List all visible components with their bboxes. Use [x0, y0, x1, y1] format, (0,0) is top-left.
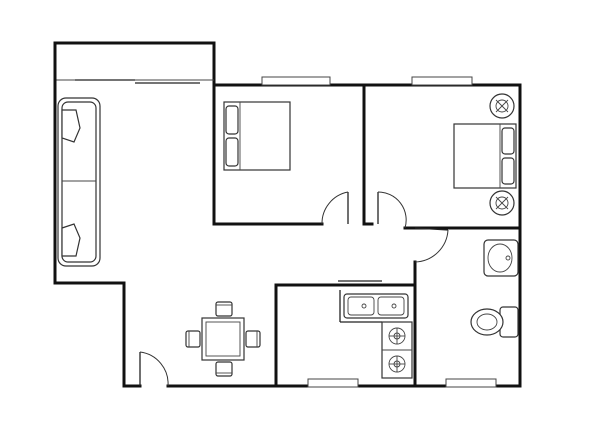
doors: [139, 191, 449, 387]
dining-table: [185, 301, 261, 377]
bed-2: [453, 123, 517, 189]
chair: [245, 330, 261, 348]
chair: [215, 301, 233, 317]
window-bathroom: [445, 378, 497, 388]
window-kitchen: [307, 378, 359, 388]
chair: [215, 361, 233, 377]
door-entrance: [139, 351, 169, 387]
balcony: [53, 41, 216, 89]
window-bedroom-2: [411, 76, 473, 86]
washbasin: [483, 239, 519, 277]
door-bedroom-2: [377, 191, 407, 229]
door-bedroom-1: [321, 191, 349, 225]
kitchen-counter: [338, 280, 382, 323]
kitchen-sink: [343, 293, 409, 319]
toilet: [470, 306, 519, 338]
nightstand-bottom: [489, 190, 515, 216]
nightstand-top: [489, 93, 515, 119]
bed-1: [223, 101, 291, 171]
windows: [261, 76, 497, 388]
window-bedroom-1: [261, 76, 331, 86]
chair: [185, 330, 201, 348]
stove: [381, 321, 413, 379]
interior-walls: [212, 83, 522, 388]
sofa: [57, 97, 101, 267]
door-bathroom: [414, 227, 449, 263]
